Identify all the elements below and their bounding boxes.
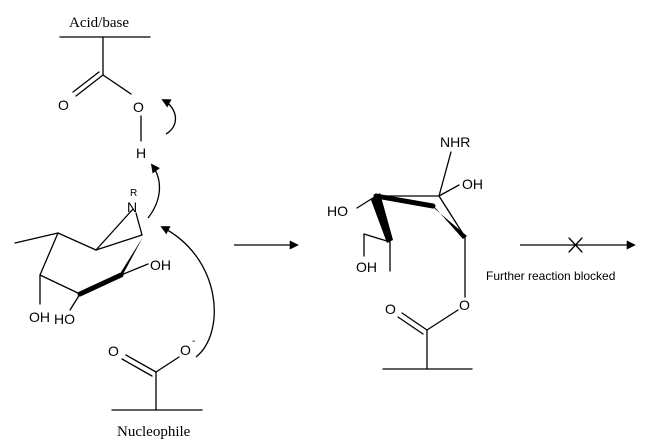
nucleophile-label: Nucleophile bbox=[117, 424, 191, 440]
product-hydroxyl-left: HO bbox=[327, 203, 348, 219]
acid-hydrogen: H bbox=[136, 145, 146, 161]
negative-charge: - bbox=[192, 336, 195, 347]
left-hydroxyl-c2: OH bbox=[150, 257, 171, 273]
ring-opened-product: NHR OH HO OH O O bbox=[327, 134, 483, 370]
product-ester-oxygen: O bbox=[459, 297, 470, 313]
acid-base-label: Acid/base bbox=[69, 15, 129, 31]
acid-carbonyl-oxygen: O bbox=[58, 97, 69, 113]
nitrogen-substituent-r: R bbox=[130, 188, 137, 199]
acid-hydroxyl-oxygen: O bbox=[133, 99, 144, 115]
product-carbonyl-oxygen: O bbox=[385, 301, 396, 317]
curved-arrow-nucleophile-attack bbox=[160, 226, 215, 358]
acid-base-carboxylate: Acid/base O O H bbox=[58, 15, 151, 161]
left-hydroxyl-c4: OH bbox=[29, 309, 50, 325]
crossed-arrow-icon bbox=[520, 237, 636, 253]
ring-nitrogen: N bbox=[127, 199, 137, 215]
nucleophile-anionic-oxygen: O bbox=[180, 342, 191, 358]
nucleophile-carbonyl-oxygen: O bbox=[108, 343, 119, 359]
further-reaction-blocked-label: Further reaction blocked bbox=[486, 269, 615, 283]
curved-arrow-h-to-o bbox=[161, 99, 177, 135]
aziridinium-substrate: N R OH HO OH bbox=[14, 188, 171, 327]
nucleophile-carboxylate: O O - Nucleophile bbox=[108, 336, 203, 440]
left-hydroxyl-c3: HO bbox=[54, 311, 75, 327]
curved-arrow-n-to-h bbox=[147, 163, 161, 219]
product-nhr: NHR bbox=[440, 134, 470, 150]
product-hydroxyl-top: OH bbox=[462, 176, 483, 192]
product-hydroxyl-bottom: OH bbox=[356, 259, 377, 275]
